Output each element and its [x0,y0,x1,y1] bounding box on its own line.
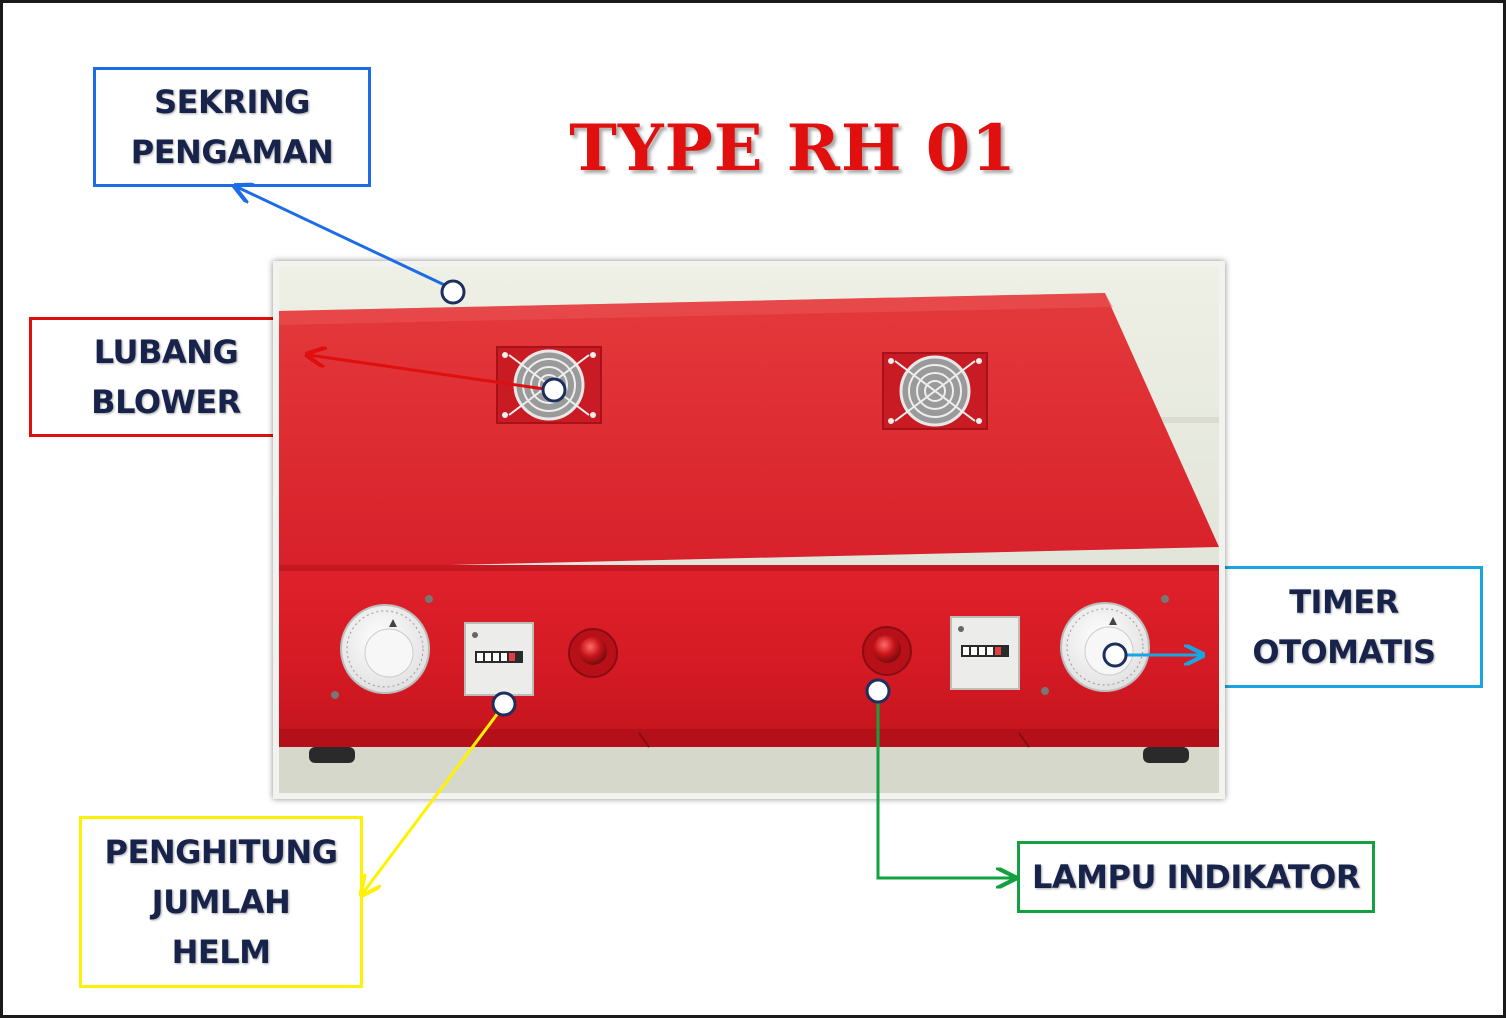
label-penghitung-jumlah-helm: PENGHITUNG JUMLAH HELM [79,816,363,988]
callout-marker [865,678,891,704]
indicator-lamp [862,626,912,676]
machine-foot [1143,747,1189,763]
leader-line-penghitung [363,708,503,893]
machine-base [279,729,1219,747]
label-timer-otomatis: TIMER OTOMATIS [1205,566,1483,688]
callout-marker [541,377,567,403]
label-line: PENGHITUNG [104,833,338,871]
callout-marker [440,279,466,305]
leader-line-blower [309,355,552,392]
label-line: SEKRING [154,83,310,121]
blower-fan-grill [882,352,988,430]
label-line: LAMPU INDIKATOR [1032,858,1360,896]
helmet-dryer-illustration [279,267,1219,793]
indicator-lamp [568,628,618,678]
label-sekring-pengaman: SEKRING PENGAMAN [93,67,371,187]
leader-line-lampu [876,693,1013,878]
hour-counter [464,622,534,696]
label-line: PENGAMAN [130,133,334,171]
hour-counter [950,616,1020,690]
label-line: OTOMATIS [1252,633,1436,671]
label-line: BLOWER [91,383,241,421]
label-line: HELM [171,933,271,971]
label-lubang-blower: LUBANG BLOWER [29,317,303,437]
machine-foot [309,747,355,763]
label-line: JUMLAH [151,883,291,921]
timer-dial [340,604,430,694]
label-line: TIMER [1289,583,1399,621]
label-line: LUBANG [93,333,239,371]
machine-photo [273,261,1225,799]
page-title: TYPE RH 01 [569,111,1017,186]
callout-leaders [3,3,1503,1015]
callout-marker [491,691,517,717]
leader-line-sekring [237,187,454,291]
label-lampu-indikator: LAMPU INDIKATOR [1017,841,1375,913]
callout-marker [1102,642,1128,668]
